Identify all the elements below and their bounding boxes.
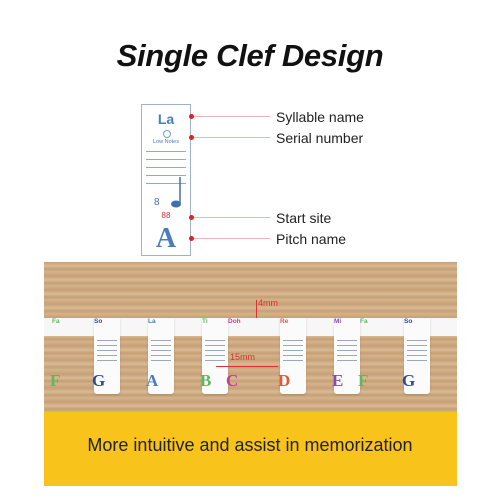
- black-key-tab: [404, 318, 430, 394]
- card-pitch-letter: A: [155, 223, 177, 254]
- tab-staff: [283, 340, 303, 365]
- black-key-tab: [148, 318, 174, 394]
- card-staff: [146, 151, 186, 191]
- callout-syllable-name: Syllable name: [276, 109, 364, 125]
- banner-text: More intuitive and assist in memorizatio…: [87, 435, 413, 455]
- tab-staff: [205, 340, 225, 365]
- callout-line: [194, 217, 270, 218]
- black-key-tab: [334, 318, 360, 394]
- callout-start-site: Start site: [276, 210, 332, 226]
- sticker-syllable: Mi: [334, 318, 342, 325]
- black-key-tab: [202, 318, 228, 394]
- card-low-notes: Low Notes: [153, 139, 179, 145]
- sticker-syllable: Fa: [360, 318, 368, 325]
- tab-staff: [407, 340, 427, 365]
- serial-number-mark: [163, 130, 171, 138]
- callout-line: [194, 116, 270, 117]
- sticker-syllable: La: [148, 318, 156, 325]
- sticker-pitch-letter: C: [226, 371, 239, 390]
- sticker-pitch-letter: F: [358, 371, 369, 390]
- sticker-pitch-letter: A: [146, 371, 159, 390]
- clef-number: 8: [154, 197, 160, 208]
- gap-measure-line: [256, 300, 257, 318]
- sticker-pitch-letter: F: [50, 371, 61, 390]
- sticker-syllable: Fa: [52, 318, 60, 325]
- callout-dot: [189, 215, 194, 220]
- card-syllable: La: [157, 111, 175, 127]
- callout-dot: [189, 135, 194, 140]
- callout-dot: [189, 114, 194, 119]
- gap-side-label: 15mm: [230, 352, 256, 362]
- gap-measure-line: [216, 366, 278, 367]
- callout-pitch-name: Pitch name: [276, 231, 347, 247]
- sticker-syllable: Re: [280, 318, 289, 325]
- sticker-syllable: So: [404, 318, 413, 325]
- sticker-syllable: Ti: [202, 318, 208, 325]
- black-key-tab: [280, 318, 306, 394]
- tab-staff: [337, 340, 357, 365]
- sticker-syllable: So: [94, 318, 103, 325]
- sticker-pitch-letter: D: [278, 371, 291, 390]
- page-title: Single Clef Design: [116, 38, 384, 73]
- sticker-pitch-letter: E: [332, 371, 344, 390]
- callout-serial-number: Serial number: [276, 130, 364, 146]
- tab-staff: [151, 340, 171, 365]
- note-label-card: La Low Notes 8 88 A: [141, 104, 191, 256]
- banner: [44, 412, 457, 486]
- black-key-tab: [94, 318, 120, 394]
- sticker-pitch-letter: G: [92, 371, 106, 390]
- sticker-syllable: Doh: [228, 318, 241, 325]
- quarter-note-icon: [171, 177, 181, 208]
- card-start-number: 88: [161, 211, 171, 220]
- callout-line: [194, 238, 270, 239]
- sticker-pitch-letter: G: [402, 371, 416, 390]
- gap-top-label: 4mm: [258, 298, 278, 308]
- tab-staff: [97, 340, 117, 365]
- callout-line: [194, 137, 270, 138]
- sticker-pitch-letter: B: [200, 371, 212, 390]
- callout-dot: [189, 236, 194, 241]
